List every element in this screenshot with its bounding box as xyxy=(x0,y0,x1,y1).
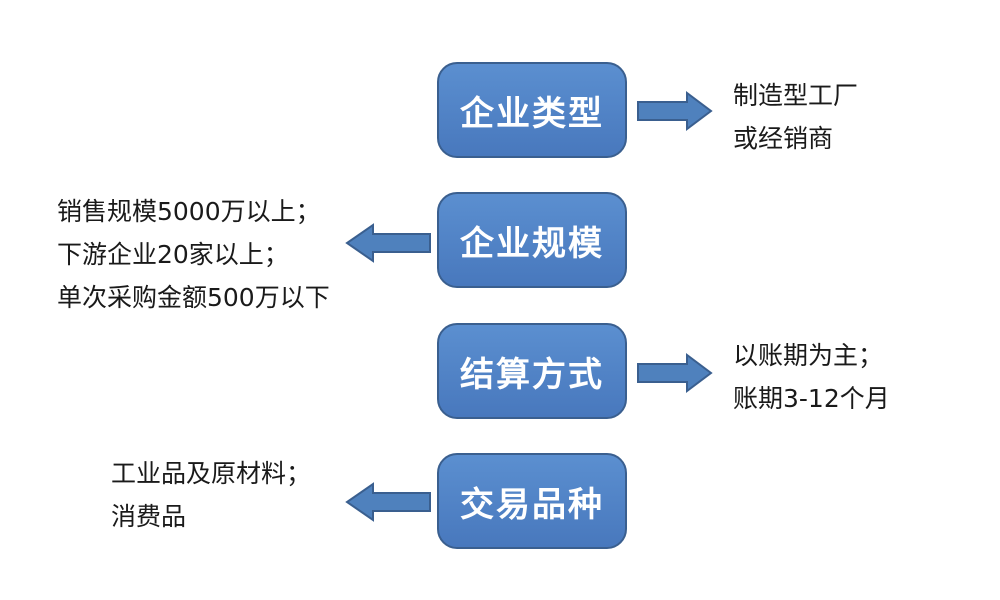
note-line: 单次采购金额500万以下 xyxy=(57,283,330,312)
node-trade-goods: 交易品种 xyxy=(437,453,627,549)
note-line: 制造型工厂 xyxy=(733,81,859,110)
note-line: 工业品及原材料； xyxy=(111,459,312,488)
arrow-left-icon xyxy=(345,223,431,263)
arrow-right-icon xyxy=(637,353,713,393)
node-settlement-method: 结算方式 xyxy=(437,323,627,419)
note-line: 或经销商 xyxy=(733,124,834,153)
node-label: 结算方式 xyxy=(460,354,604,395)
note-line: 以账期为主； xyxy=(733,341,884,370)
note-trade-goods: 工业品及原材料； 消费品 xyxy=(111,452,311,538)
note-line: 下游企业20家以上； xyxy=(57,240,289,269)
note-line: 销售规模5000万以上； xyxy=(57,197,321,226)
node-label: 企业类型 xyxy=(460,93,604,134)
node-enterprise-scale: 企业规模 xyxy=(437,192,627,288)
node-enterprise-type: 企业类型 xyxy=(437,62,627,158)
note-enterprise-scale: 销售规模5000万以上； 下游企业20家以上； 单次采购金额500万以下 xyxy=(57,190,330,319)
note-settlement-method: 以账期为主； 账期3-12个月 xyxy=(733,334,890,420)
note-line: 消费品 xyxy=(111,502,187,531)
arrow-right-icon xyxy=(637,91,713,131)
node-label: 企业规模 xyxy=(460,223,604,264)
note-enterprise-type: 制造型工厂 或经销商 xyxy=(733,74,858,160)
node-label: 交易品种 xyxy=(460,484,604,525)
arrow-left-icon xyxy=(345,482,431,522)
note-line: 账期3-12个月 xyxy=(733,384,890,413)
